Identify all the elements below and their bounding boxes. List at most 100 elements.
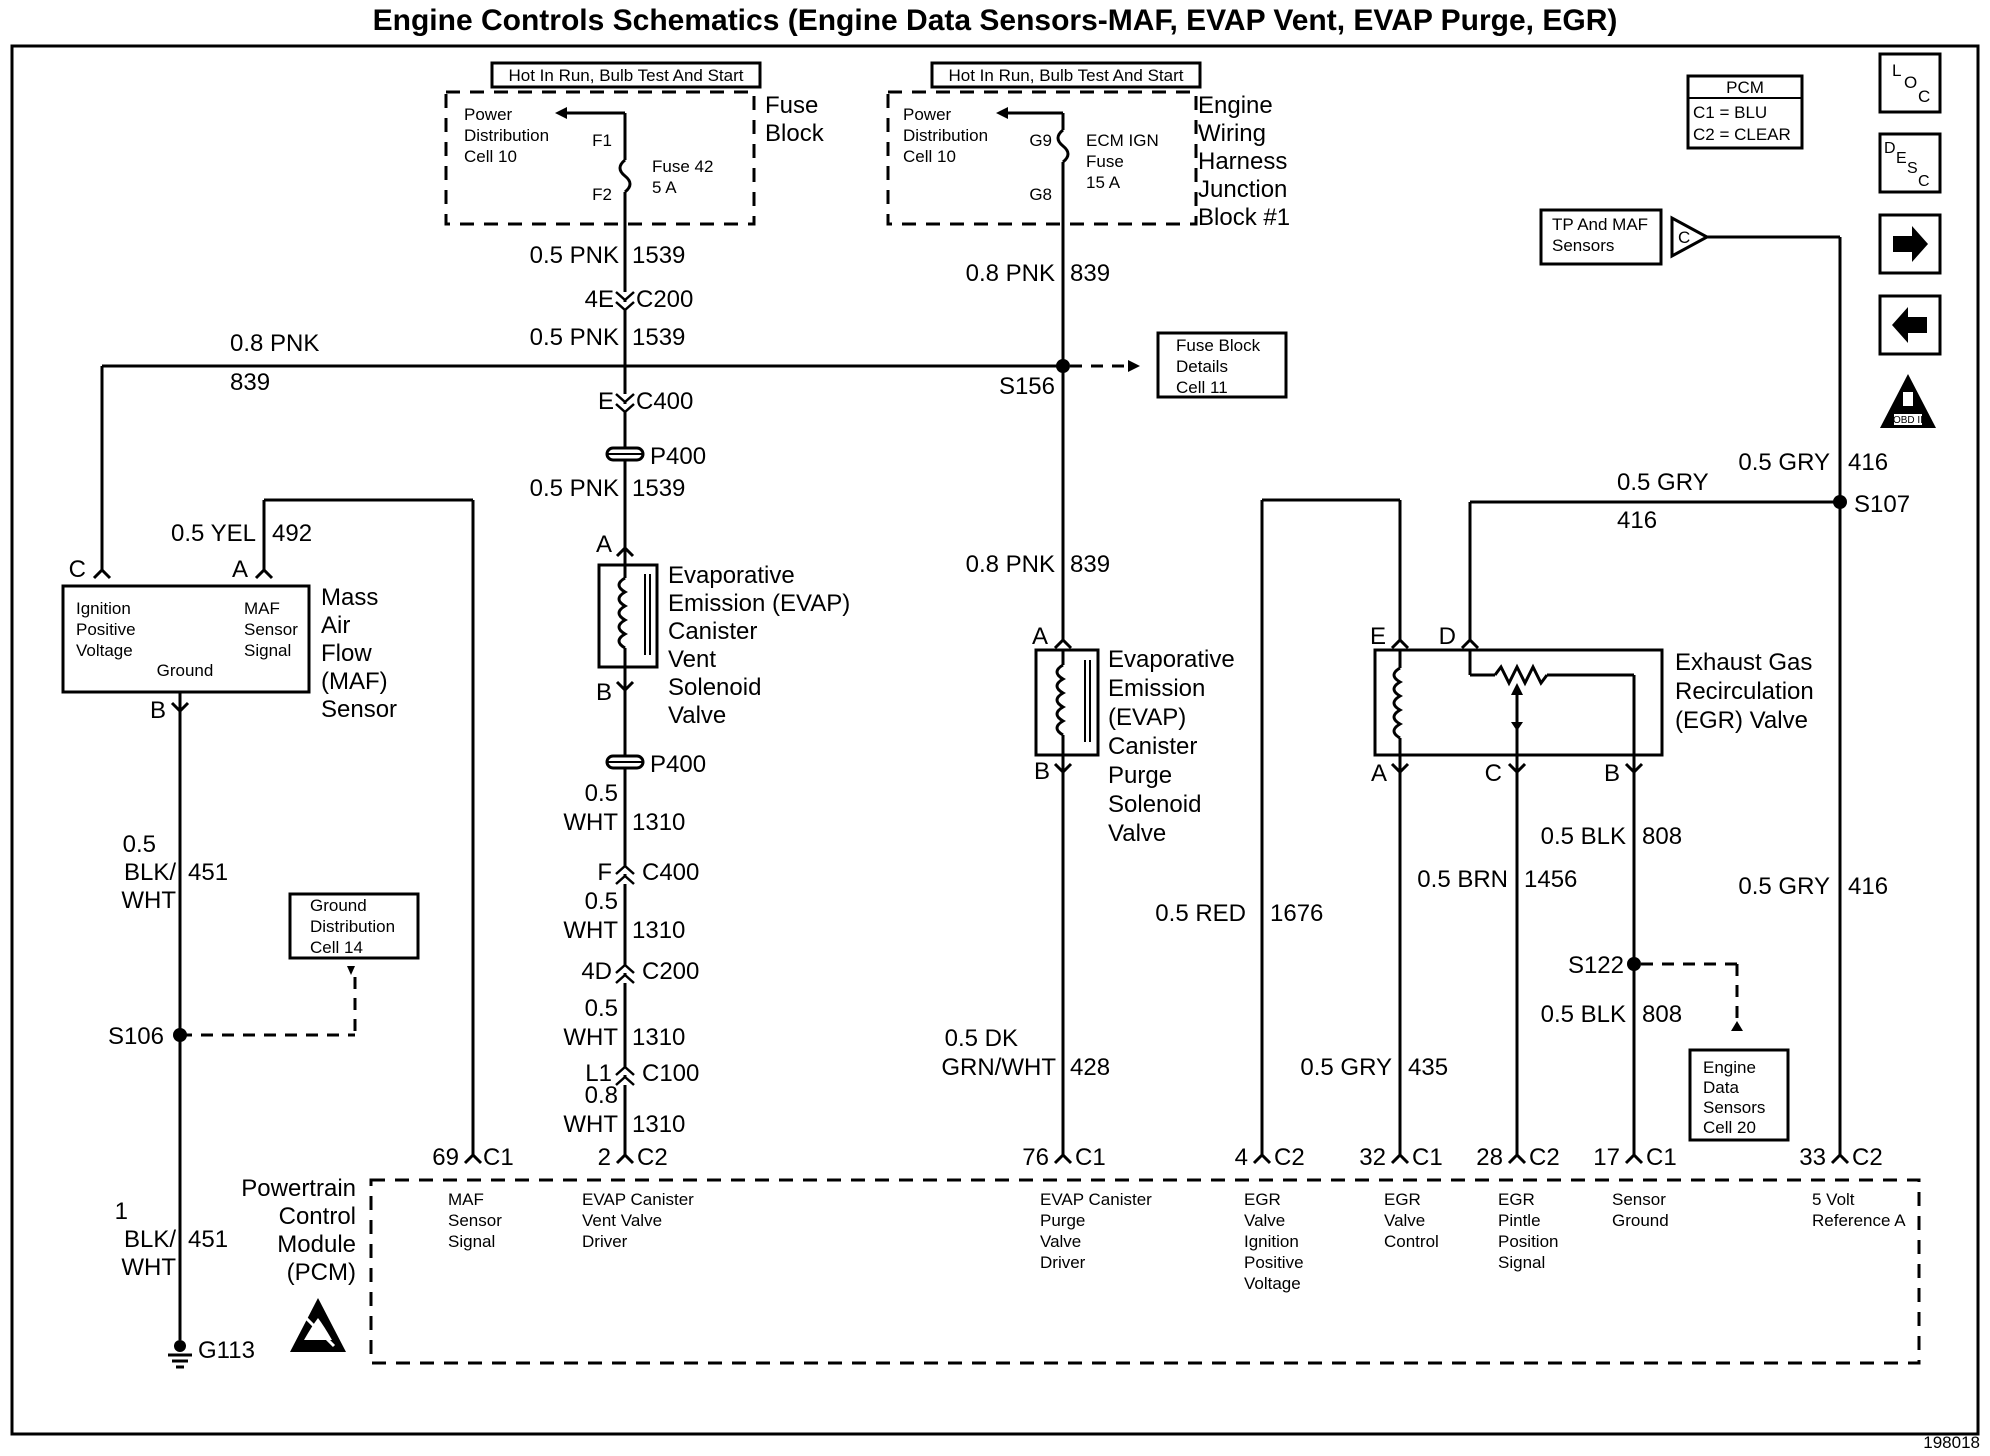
- wire-size-label: 0.5 BLK: [1541, 1001, 1626, 1028]
- pin-a-connector: [254, 567, 274, 580]
- junction-block: Hot In Run, Bulb Test And Start Power Di…: [886, 61, 1290, 231]
- ground-distribution-ref[interactable]: [288, 892, 420, 960]
- egr-valve: E D Exhaust Gas Recirculation (EGR) Valv…: [1370, 623, 1814, 787]
- pin-b-label: B: [596, 679, 612, 706]
- pcm-pin-label: EVAP Canister: [582, 1190, 694, 1209]
- pcm-pin-label: Reference A: [1812, 1211, 1906, 1230]
- pcm-pin-label: Ground: [1612, 1211, 1669, 1230]
- connector-c-label: C: [1678, 228, 1690, 247]
- pin-a-label: A: [596, 531, 612, 558]
- connector-c400-label: C400: [636, 388, 693, 415]
- wire-size-label: 0.5 GRY: [1300, 1054, 1392, 1081]
- pcm-pin-label: EGR: [1244, 1190, 1281, 1209]
- maf-sensor-name: Air: [321, 612, 350, 639]
- fuse-block-header-box: [490, 61, 762, 89]
- evap-purge-name: Solenoid: [1108, 791, 1201, 818]
- pcm-pin-connector: C2: [1529, 1144, 1560, 1171]
- wire-circuit-number: 1676: [1270, 900, 1323, 927]
- obd-ii-icon[interactable]: OBD II: [1880, 374, 1936, 428]
- loc-icon[interactable]: L O C: [1878, 52, 1942, 114]
- coil-symbol: [1392, 666, 1403, 740]
- fuse-symbol: [1056, 128, 1070, 164]
- wire-size-label: 0.5 DK: [945, 1025, 1018, 1052]
- evap-vent-name: Solenoid: [668, 674, 761, 701]
- fuse-symbol: [618, 158, 632, 194]
- pcm-pin-label: Positive: [1244, 1253, 1304, 1272]
- connector-c400-label: C400: [642, 859, 699, 886]
- pin-b-label: B: [1604, 760, 1620, 787]
- wire-color-label: WHT: [563, 809, 618, 836]
- pcm-module: Powertrain Control Module (PCM): [241, 1175, 1921, 1365]
- pcm-pin-label: Position: [1498, 1232, 1558, 1251]
- splice-label: S106: [108, 1023, 164, 1050]
- pcm-name: Module: [277, 1231, 356, 1258]
- pin-c-label: C: [1485, 760, 1502, 787]
- pcm-outline: [369, 1178, 1921, 1365]
- pcm-pin-label: Valve: [1244, 1211, 1285, 1230]
- pcm-pin-label: Purge: [1040, 1211, 1085, 1230]
- arrow-left-icon[interactable]: [1878, 294, 1942, 356]
- splice-s122: [1627, 957, 1641, 971]
- engine-data-sensors-ref[interactable]: [1688, 1048, 1790, 1142]
- wire-circuit-number: 1310: [632, 809, 685, 836]
- power-dist-label: Power: [464, 105, 513, 124]
- wire-circuit-number: 1310: [632, 1024, 685, 1051]
- pin-e-connector: [1390, 637, 1410, 650]
- pcm-pin-33: 33 C2 5 Volt Reference A: [1799, 1144, 1906, 1230]
- maf-sensor-name: Mass: [321, 584, 378, 611]
- coil-symbol: [1055, 663, 1066, 737]
- pcm-pin-label: EVAP Canister: [1040, 1190, 1152, 1209]
- maf-ign-label: Voltage: [76, 641, 133, 660]
- ground-g113-label: G113: [198, 1337, 255, 1364]
- desc-icon[interactable]: D E S C: [1878, 132, 1942, 194]
- pin-g9: G9: [1029, 131, 1052, 150]
- wire-circuit-number: 416: [1848, 873, 1888, 900]
- tp-maf-label: Sensors: [1552, 236, 1614, 255]
- engine-data-label: Cell 20: [1703, 1118, 1756, 1137]
- splice-label: S122: [1568, 952, 1624, 979]
- maf-signal-label: Sensor: [244, 620, 298, 639]
- pcm-pin-number: 76: [1022, 1144, 1049, 1171]
- wire-size-label: 0.8: [585, 1082, 618, 1109]
- junction-block-name: Junction: [1198, 176, 1287, 203]
- evap-vent-name: Emission (EVAP): [668, 590, 850, 617]
- wire-circuit-number: 839: [230, 369, 270, 396]
- engine-data-label: Sensors: [1703, 1098, 1765, 1117]
- connector-pin-label: F: [597, 859, 612, 886]
- tp-maf-sensors-ref[interactable]: [1539, 208, 1663, 266]
- wire-color-label: BLK/: [124, 1226, 176, 1253]
- evap-purge-name: Canister: [1108, 733, 1197, 760]
- maf-sensor-box: [61, 584, 311, 694]
- junction-block-name: Wiring: [1198, 120, 1266, 147]
- evap-vent-name: Vent: [668, 646, 716, 673]
- ground-dist-label: Distribution: [310, 917, 395, 936]
- wire-size-label: 0.5: [585, 888, 618, 915]
- pcm-pin-number: 32: [1359, 1144, 1386, 1171]
- wire-circuit-number: 808: [1642, 1001, 1682, 1028]
- maf-sensor-name: Sensor: [321, 696, 397, 723]
- evap-purge-solenoid-box: [1034, 648, 1100, 757]
- engine-data-label: Engine: [1703, 1058, 1756, 1077]
- wire-size-label: 0.5: [585, 780, 618, 807]
- wire-color-label: WHT: [121, 887, 176, 914]
- connector-c100-label: C100: [642, 1060, 699, 1087]
- pcm-pin-connector: C1: [483, 1144, 514, 1171]
- pcm-pin-connector: C1: [1412, 1144, 1443, 1171]
- wire-circuit-number: 808: [1642, 823, 1682, 850]
- wire-circuit-number: 1310: [632, 917, 685, 944]
- svg-text:L: L: [1892, 61, 1901, 80]
- ground-dist-label: Cell 14: [310, 938, 363, 957]
- wire-circuit-number: 416: [1617, 507, 1657, 534]
- pcm-pin-label: Sensor: [1612, 1190, 1666, 1209]
- arrow-right-icon[interactable]: [1878, 213, 1942, 275]
- pin-d-label: D: [1439, 623, 1456, 650]
- wire-size-label: 0.5 GRY: [1617, 469, 1709, 496]
- fuse-42-rating: 5 A: [652, 178, 677, 197]
- pin-e-label: E: [1370, 623, 1386, 650]
- wire-circuit-number: 428: [1070, 1054, 1110, 1081]
- pcm-pin-28: 28 C2 EGR Pintle Position Signal: [1476, 1144, 1559, 1272]
- pcm-pin-number: 2: [598, 1144, 611, 1171]
- fuse-block-name: Fuse: [765, 92, 818, 119]
- power-dist-label: Cell 10: [464, 147, 517, 166]
- fuse-block-details-ref[interactable]: [1156, 331, 1288, 399]
